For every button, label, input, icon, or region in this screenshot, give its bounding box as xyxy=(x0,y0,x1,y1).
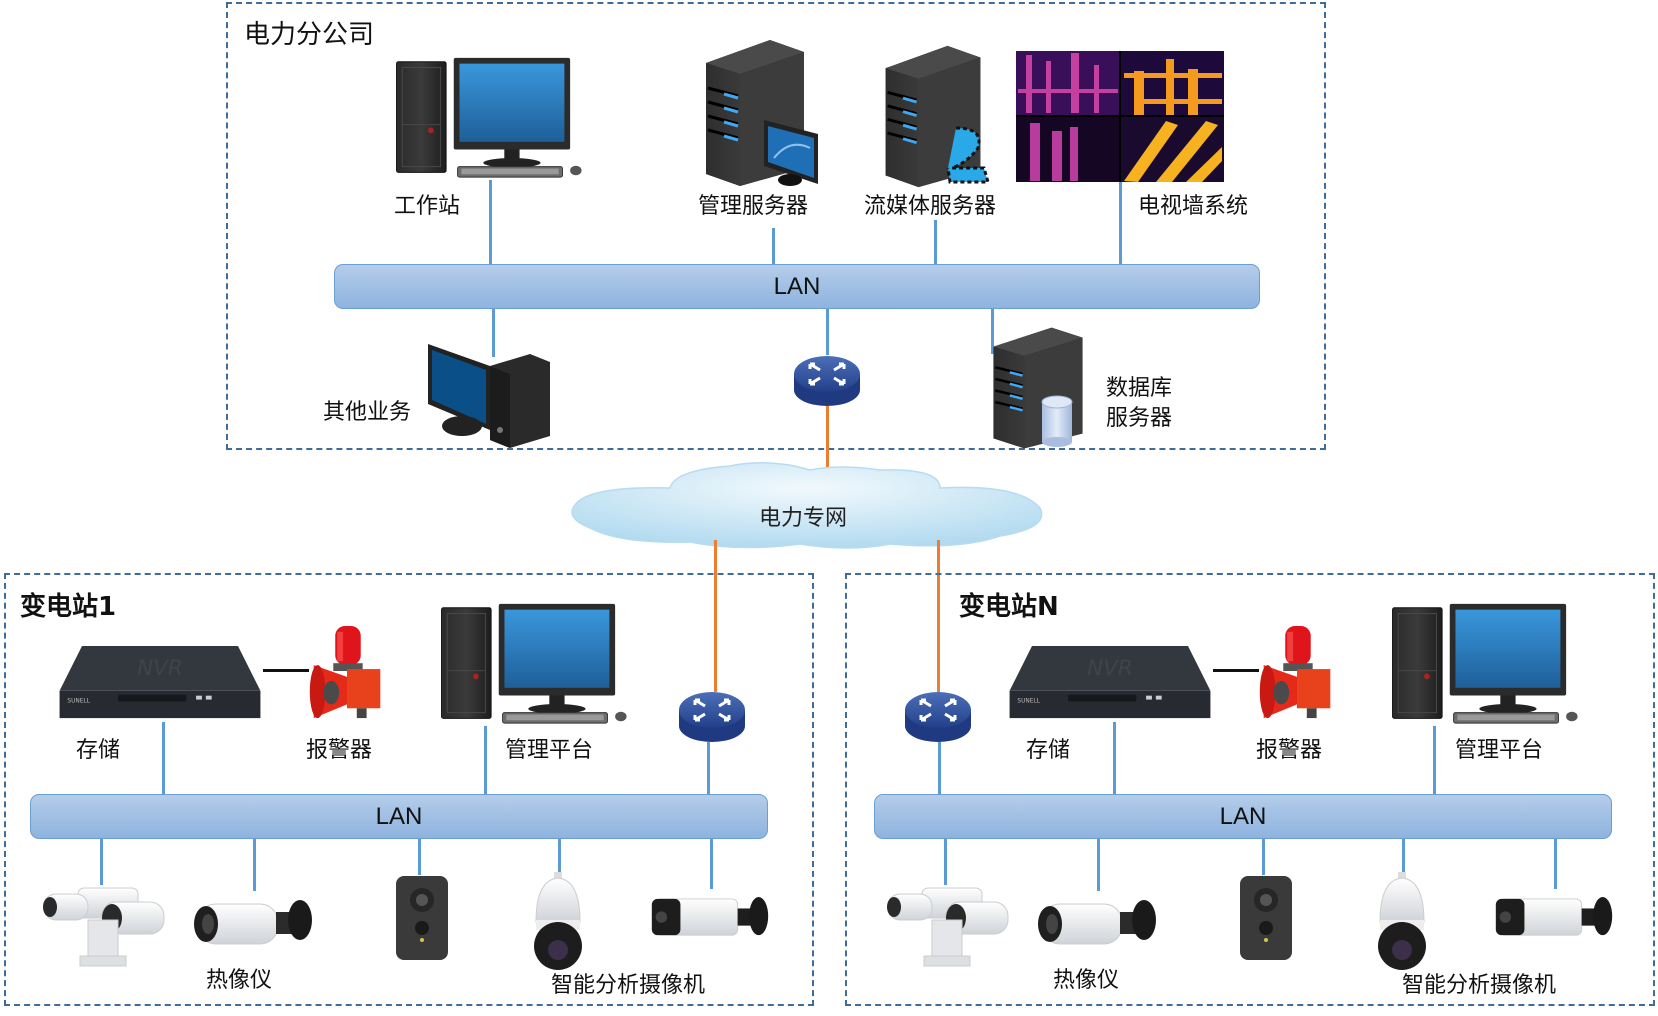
link-streaming-server xyxy=(934,220,937,264)
wan-link-station-1 xyxy=(714,540,717,692)
station-n-link-cam-5 xyxy=(1554,839,1557,889)
video-wall-display-icon[interactable] xyxy=(1016,51,1224,182)
station-n-platform-label: 管理平台 xyxy=(1455,738,1544,763)
station-1-link-cam-5 xyxy=(710,839,713,889)
station-1-alarm-cable xyxy=(263,669,309,672)
station-n-ptz-thermal-camera-icon[interactable] xyxy=(882,880,1012,970)
station-n-link-storage xyxy=(1113,722,1116,794)
headquarters-zone xyxy=(226,2,1326,450)
video-wall-label: 电视墙系统 xyxy=(1138,194,1249,219)
workstation-label: 工作站 xyxy=(394,194,461,219)
station-1-alarm-label: 报警器 xyxy=(306,738,373,763)
link-hq-router xyxy=(826,309,829,355)
station-1-nvr-storage-icon[interactable] xyxy=(55,644,265,722)
station-n-zone xyxy=(845,573,1655,1006)
station-n-cube-camera-icon[interactable] xyxy=(1236,874,1296,964)
station-n-lan-label: LAN xyxy=(1219,802,1267,830)
station-1-bullet-thermal-camera-icon[interactable] xyxy=(188,890,318,960)
wan-link-station-n xyxy=(937,540,940,692)
management-server-label: 管理服务器 xyxy=(698,194,809,219)
workstation-computer-icon[interactable] xyxy=(390,56,590,180)
station-1-link-cam-2 xyxy=(253,839,256,891)
other-business-label: 其他业务 xyxy=(323,400,412,425)
management-monitor-icon xyxy=(760,118,822,188)
streaming-server-label: 流媒体服务器 xyxy=(864,194,997,219)
link-workstation xyxy=(489,180,492,264)
headquarters-lan-label: LAN xyxy=(773,272,821,300)
link-database-server xyxy=(991,309,994,354)
station-n-storage-label: 存储 xyxy=(1026,738,1071,763)
station-n-dome-camera-icon[interactable] xyxy=(1372,872,1432,972)
headquarters-lan-bus: LAN xyxy=(334,264,1260,309)
station-1-link-cam-3 xyxy=(418,839,421,875)
station-1-alarm-icon[interactable] xyxy=(306,624,388,722)
station-1-bullet-camera-icon[interactable] xyxy=(648,888,772,948)
station-n-nvr-storage-icon[interactable] xyxy=(1005,644,1215,722)
station-n-router-icon[interactable] xyxy=(903,688,973,744)
station-n-smart-camera-label: 智能分析摄像机 xyxy=(1402,973,1557,998)
station-1-platform-label: 管理平台 xyxy=(505,738,594,763)
other-business-computer-icon[interactable] xyxy=(424,340,556,448)
database-server-label-line2: 服务器 xyxy=(1106,406,1173,431)
station-1-link-cam-1 xyxy=(100,839,103,885)
station-1-link-cam-4 xyxy=(558,839,561,875)
link-video-wall xyxy=(1119,182,1122,264)
station-1-title: 变电站1 xyxy=(20,592,117,622)
wan-link-hq xyxy=(826,406,829,476)
station-n-bullet-camera-icon[interactable] xyxy=(1492,888,1616,948)
station-n-title: 变电站N xyxy=(959,592,1059,622)
station-n-link-cam-1 xyxy=(944,839,947,885)
station-1-ptz-thermal-camera-icon[interactable] xyxy=(38,880,168,970)
power-private-network-cloud-icon xyxy=(560,458,1046,550)
station-n-lan-bus: LAN xyxy=(874,794,1612,839)
station-1-link-platform xyxy=(484,726,487,794)
station-1-cube-camera-icon[interactable] xyxy=(392,874,452,964)
headquarters-title: 电力分公司 xyxy=(244,20,375,50)
link-management-server xyxy=(772,228,775,264)
station-1-smart-camera-label: 智能分析摄像机 xyxy=(551,973,706,998)
station-1-storage-label: 存储 xyxy=(76,738,121,763)
database-server-label-line1: 数据库 xyxy=(1106,376,1173,401)
station-1-lan-label: LAN xyxy=(375,802,423,830)
cloud-label: 电力专网 xyxy=(759,506,848,531)
station-n-link-cam-2 xyxy=(1097,839,1100,891)
station-1-platform-computer-icon[interactable] xyxy=(435,602,635,726)
station-n-alarm-icon[interactable] xyxy=(1256,624,1338,722)
station-1-dome-camera-icon[interactable] xyxy=(528,872,588,972)
station-n-platform-computer-icon[interactable] xyxy=(1386,602,1586,726)
station-1-thermal-camera-label: 热像仪 xyxy=(206,968,273,993)
station-1-link-router xyxy=(707,742,710,794)
station-1-router-icon[interactable] xyxy=(677,688,747,744)
station-n-link-platform xyxy=(1433,726,1436,794)
station-n-link-router xyxy=(938,742,941,794)
station-n-thermal-camera-label: 热像仪 xyxy=(1053,968,1120,993)
film-reel-icon xyxy=(944,122,994,186)
hq-router-icon[interactable] xyxy=(792,352,862,408)
station-n-alarm-label: 报警器 xyxy=(1256,738,1323,763)
link-other-business xyxy=(492,309,495,357)
station-1-link-storage xyxy=(162,722,165,794)
station-n-link-cam-4 xyxy=(1402,839,1405,875)
station-n-alarm-cable xyxy=(1213,669,1259,672)
database-cylinder-icon xyxy=(1040,394,1074,448)
station-1-zone xyxy=(4,573,814,1006)
station-n-bullet-thermal-camera-icon[interactable] xyxy=(1032,890,1162,960)
station-1-lan-bus: LAN xyxy=(30,794,768,839)
station-n-link-cam-3 xyxy=(1262,839,1265,875)
